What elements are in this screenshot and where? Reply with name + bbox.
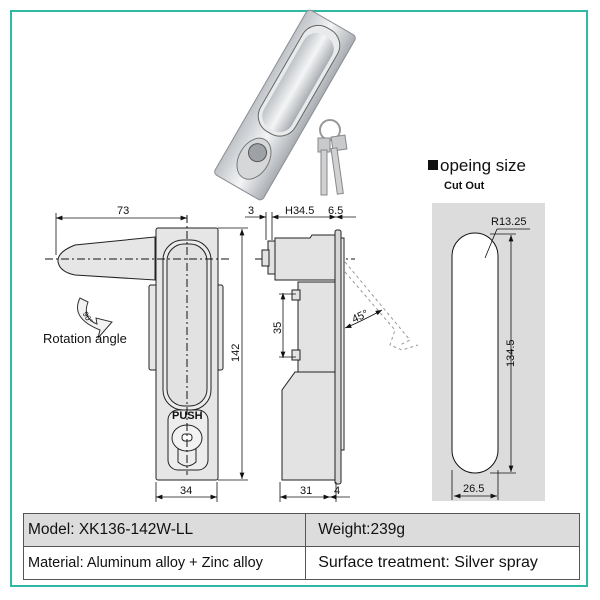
outer-frame xyxy=(10,10,588,587)
square-bullet-icon xyxy=(428,160,438,170)
table-row: Model: XK136-142W-LL Weight:239g xyxy=(22,513,580,547)
surface-cell: Surface treatment: Silver spray xyxy=(305,546,580,580)
dim-34: 34 xyxy=(180,485,192,497)
front-view xyxy=(57,227,224,481)
push-label: PUSH xyxy=(172,410,203,422)
dim-31: 31 xyxy=(300,485,312,497)
product-photo xyxy=(214,9,356,201)
rotation-angle-label: Rotation angle xyxy=(43,331,127,346)
weight-cell: Weight:239g xyxy=(305,513,580,547)
dim-134-5: 134.5 xyxy=(505,339,517,367)
material-cell: Material: Aluminum alloy + Zinc alloy xyxy=(22,546,307,580)
keys-icon xyxy=(317,119,348,196)
dim-26-5: 26.5 xyxy=(463,483,484,495)
spec-table: Model: XK136-142W-LL Weight:239g Materia… xyxy=(22,513,580,580)
dim-6-5: 6.5 xyxy=(328,205,343,217)
side-view xyxy=(261,229,345,485)
rotation-arrow-icon: 90° xyxy=(77,297,113,339)
model-cell: Model: XK136-142W-LL xyxy=(22,513,307,547)
dim-r13-25: R13.25 xyxy=(491,216,526,228)
dim-45: 45° xyxy=(350,308,370,326)
dim-142: 142 xyxy=(230,344,242,362)
cut-out-label: Cut Out xyxy=(444,180,485,192)
side-dimension-lines xyxy=(245,212,383,502)
dim-h34-5: H34.5 xyxy=(285,205,314,217)
dim-3: 3 xyxy=(248,205,254,217)
table-row: Material: Aluminum alloy + Zinc alloy Su… xyxy=(22,546,580,580)
dim-35: 35 xyxy=(272,322,284,334)
dimension-lines xyxy=(55,213,248,502)
dim-73: 73 xyxy=(117,205,129,217)
cutout-drawing xyxy=(432,203,545,501)
open-handle-outline xyxy=(344,261,419,351)
opening-size-title: opeing size xyxy=(428,156,526,176)
dim-4: 4 xyxy=(334,485,340,497)
